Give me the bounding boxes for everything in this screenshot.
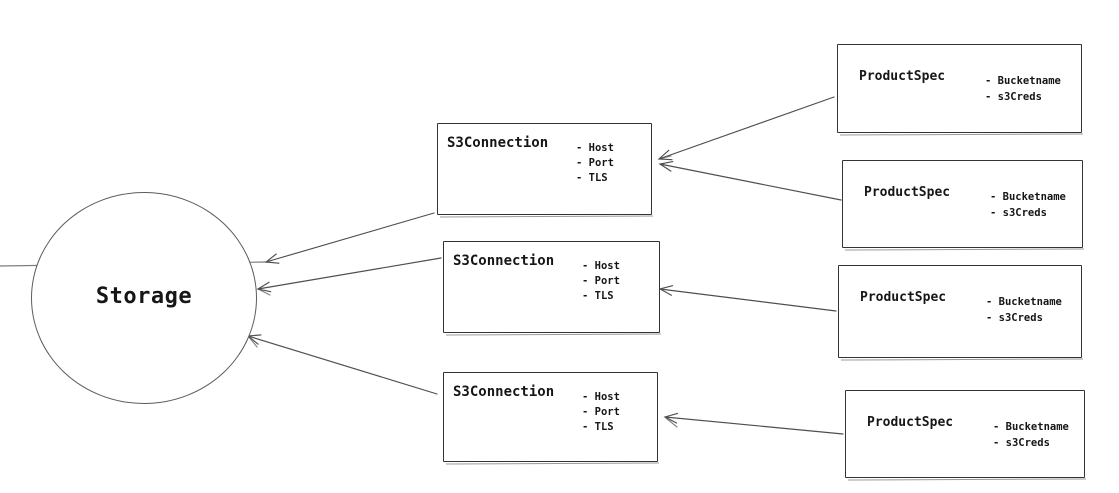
s3connection-node-1: S3Connection - Host - Port - TLS (437, 123, 652, 215)
s3connection-1-title: S3Connection (447, 135, 549, 151)
productspec-3-attributes: - Bucketname - s3Creds (986, 294, 1062, 326)
attribute-bucketname: - Bucketname (993, 421, 1069, 433)
attribute-bucketname: - Bucketname (986, 296, 1062, 308)
arrow-productspec-2-to-s3connection-1 (658, 161, 842, 201)
s3connection-node-2: S3Connection - Host - Port - TLS (443, 241, 660, 333)
attribute-port: - Port (582, 275, 620, 287)
productspec-4-attributes: - Bucketname - s3Creds (993, 419, 1069, 451)
s3connection-2-title: S3Connection (453, 253, 555, 269)
arrow-productspec-1-to-s3connection-1 (657, 96, 835, 161)
attribute-s3creds: - s3Creds (993, 437, 1050, 449)
attribute-tls: - TLS (582, 421, 614, 433)
productspec-1-title: ProductSpec (859, 69, 946, 84)
attribute-s3creds: - s3Creds (985, 91, 1042, 103)
s3connection-node-3: S3Connection - Host - Port - TLS (443, 372, 658, 462)
arrow-productspec-4-to-s3connection-3 (663, 412, 844, 435)
attribute-s3creds: - s3Creds (990, 207, 1047, 219)
attribute-port: - Port (576, 157, 614, 169)
productspec-node-3: ProductSpec - Bucketname - s3Creds (838, 265, 1082, 358)
productspec-node-2: ProductSpec - Bucketname - s3Creds (842, 160, 1083, 248)
arrow-s3connection-2-to-storage (256, 257, 442, 296)
s3connection-2-attributes: - Host - Port - TLS (582, 259, 620, 304)
storage-node: Storage (31, 192, 257, 404)
productspec-4-title: ProductSpec (867, 415, 954, 430)
attribute-host: - Host (576, 142, 614, 154)
attribute-bucketname: - Bucketname (990, 191, 1066, 203)
arrow-s3connection-3-to-storage (246, 334, 438, 395)
attribute-tls: - TLS (576, 172, 608, 184)
s3connection-3-attributes: - Host - Port - TLS (582, 390, 620, 435)
attribute-host: - Host (582, 391, 620, 403)
attribute-tls: - TLS (582, 290, 614, 302)
productspec-node-4: ProductSpec - Bucketname - s3Creds (845, 390, 1085, 478)
productspec-2-attributes: - Bucketname - s3Creds (990, 189, 1066, 221)
attribute-host: - Host (582, 260, 620, 272)
productspec-1-attributes: - Bucketname - s3Creds (985, 73, 1061, 105)
attribute-bucketname: - Bucketname (985, 75, 1061, 87)
arrow-productspec-3-to-s3connection-2 (658, 285, 837, 312)
attribute-s3creds: - s3Creds (986, 312, 1043, 324)
attribute-port: - Port (582, 406, 620, 418)
s3connection-3-title: S3Connection (453, 384, 555, 400)
storage-label: Storage (95, 283, 193, 309)
productspec-3-title: ProductSpec (860, 290, 947, 305)
productspec-2-title: ProductSpec (864, 185, 951, 200)
s3connection-1-attributes: - Host - Port - TLS (576, 141, 614, 186)
productspec-node-1: ProductSpec - Bucketname - s3Creds (837, 44, 1082, 133)
